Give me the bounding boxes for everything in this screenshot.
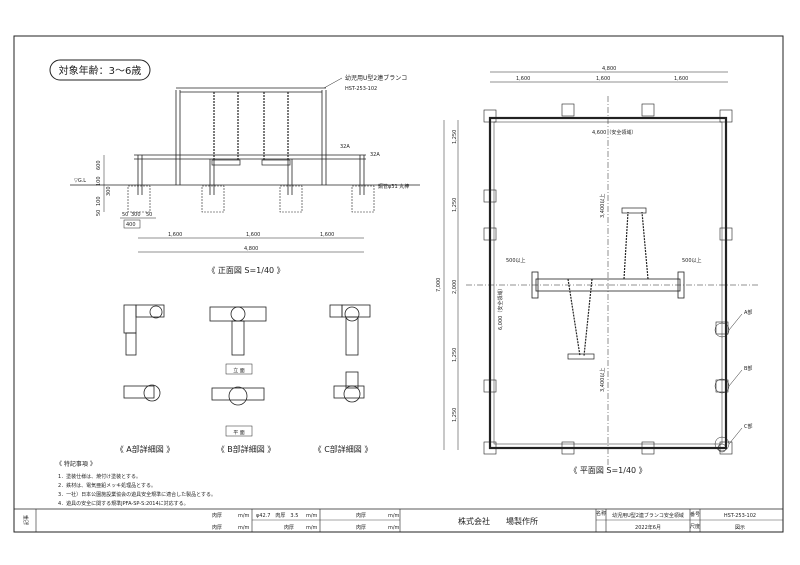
front-label-32a: 32A (340, 144, 350, 150)
detail-caption-b: 《 B部詳細図 》 (217, 444, 276, 454)
notes: 《 特記事項 》 1．塗装仕様は、焼付け塗装とする。 2．鉄材は、電気亜鉛メッキ… (56, 460, 216, 507)
front-total: 4,800 (244, 246, 258, 252)
title-block: 記事 φ42.7 肉厚 3.5 m/m 肉厚 m/m 肉厚 m/m 肉厚 m/m… (14, 508, 783, 532)
plan-label-6000: 6,000（安全領域） (497, 286, 504, 330)
plan-safety-height-2: 3,400以上 (599, 368, 606, 392)
front-foot-total: 400 (126, 222, 136, 228)
front-dim-50: 50 (96, 210, 102, 216)
front-caption: 《 正面図 S=1/40 》 (207, 266, 284, 275)
tb-company: 株式会社 場製作所 (458, 516, 538, 526)
plan-top-span-2: 1,600 (596, 76, 610, 82)
tb-thick5: 肉厚 (212, 524, 222, 531)
front-dim-300: 300 (106, 186, 112, 196)
tb-thick1-unit: m/m (388, 513, 400, 519)
tb-remarks: 記事 (23, 515, 30, 525)
plan-top-span-3: 1,600 (674, 76, 688, 82)
plan-safety-height: 3,400以上 (599, 194, 606, 218)
detail-views: 立 面 平 面 《 A部詳細図 》 《 B部詳細図 》 《 C部詳細図 》 (116, 304, 373, 454)
sheet-border (13, 35, 784, 533)
front-span-2: 1,600 (246, 232, 260, 238)
plan-left-span-5: 1,250 (452, 408, 458, 422)
plan-left-span-3: 2,000 (452, 280, 458, 294)
plan-label-a: A部 (744, 309, 752, 316)
tb-thick5-unit: m/m (238, 525, 250, 531)
front-label-pipe: 鋼管φ31 丸棒 (378, 183, 409, 190)
tb-thick4: 肉厚 (212, 512, 222, 519)
front-model-name: 幼児用U型2連ブランコ (345, 74, 407, 82)
detail-caption-c: 《 C部詳細図 》 (314, 444, 373, 454)
front-dim-100b: 100 (96, 196, 102, 206)
tb-thick2: 肉厚 (284, 524, 294, 531)
front-span-1: 1,600 (168, 232, 182, 238)
note-item-1: 1．塗装仕様は、焼付け塗装とする。 (58, 473, 141, 480)
tb-name-label: 名称 (596, 510, 606, 517)
plan-label-500-left: 500以上 (506, 257, 526, 264)
front-foot-300: 300 (131, 212, 141, 218)
age-badge (49, 59, 151, 81)
note-item-4: 4．遊具の安全に関する規準JPFA-SP-S:2014に対応する。 (58, 500, 189, 507)
front-view: 幼児用U型2連ブランコ HST-253-102 32A 32A 鋼管φ31 丸棒… (70, 74, 420, 275)
tb-date: 2022年6月 (635, 524, 661, 531)
tb-thick3: 肉厚 (356, 524, 366, 531)
plan-left-total: 7,000 (436, 278, 442, 292)
detail-caption-a: 《 A部詳細図 》 (116, 444, 175, 454)
tb-thick3-unit: m/m (388, 525, 400, 531)
front-label-32a-2: 32A (370, 152, 380, 158)
note-item-3: 3．一社）日本公園施設業協会の遊具安全規準に適合した製品とする。 (58, 491, 216, 498)
plan-left-span-2: 1,250 (452, 198, 458, 212)
plan-top-span-1: 1,600 (516, 76, 530, 82)
front-foot-50b: 50 (146, 212, 152, 218)
tb-thick4-unit: m/m (238, 513, 250, 519)
plan-left-span-1: 1,250 (452, 130, 458, 144)
tb-drawing-no: HST-253-102 (724, 513, 756, 519)
plan-caption: 《 平面図 S=1/40 》 (569, 466, 646, 475)
tb-scale-label: 尺度 (690, 523, 700, 530)
plan-safety-area: 4,600（安全領域） (592, 129, 636, 136)
front-span-3: 1,600 (320, 232, 334, 238)
front-label-gl: ▽G.L (74, 178, 86, 184)
age-badge-text: 対象年齢：3〜6歳 (59, 64, 142, 77)
plan-label-b: B部 (744, 365, 752, 372)
front-foot-50a: 50 (122, 212, 128, 218)
detail-plan-label: 平 面 (233, 430, 245, 436)
tb-drawing-type: 図示 (735, 525, 745, 531)
tb-pipe-unit: m/m (306, 513, 318, 519)
plan-label-500-right: 500以上 (682, 257, 702, 264)
plan-top-total: 4,800 (602, 66, 616, 72)
note-item-2: 2．鉄材は、電気亜鉛メッキ処理品とする。 (58, 482, 156, 489)
detail-elev-label: 立 面 (233, 367, 245, 374)
tb-drawing-name: 幼児用U型2連ブランコ安全領域 (612, 512, 684, 519)
tb-pipe: φ42.7 肉厚 3.5 (256, 512, 298, 519)
tb-thick1: 肉厚 (356, 512, 366, 519)
plan-label-c: C部 (744, 423, 753, 430)
front-model-code: HST-253-102 (345, 86, 377, 92)
front-dim-600: 600 (96, 160, 102, 170)
tb-thick2-unit: m/m (306, 525, 318, 531)
tb-code-label: 番号 (690, 511, 700, 518)
notes-title: 《 特記事項 》 (56, 460, 96, 468)
plan-left-span-4: 1,250 (452, 348, 458, 362)
front-dim-100a: 100 (96, 176, 102, 186)
plan-view: 4,800 1,600 1,600 1,600 7,000 1,250 1,25… (436, 66, 760, 475)
